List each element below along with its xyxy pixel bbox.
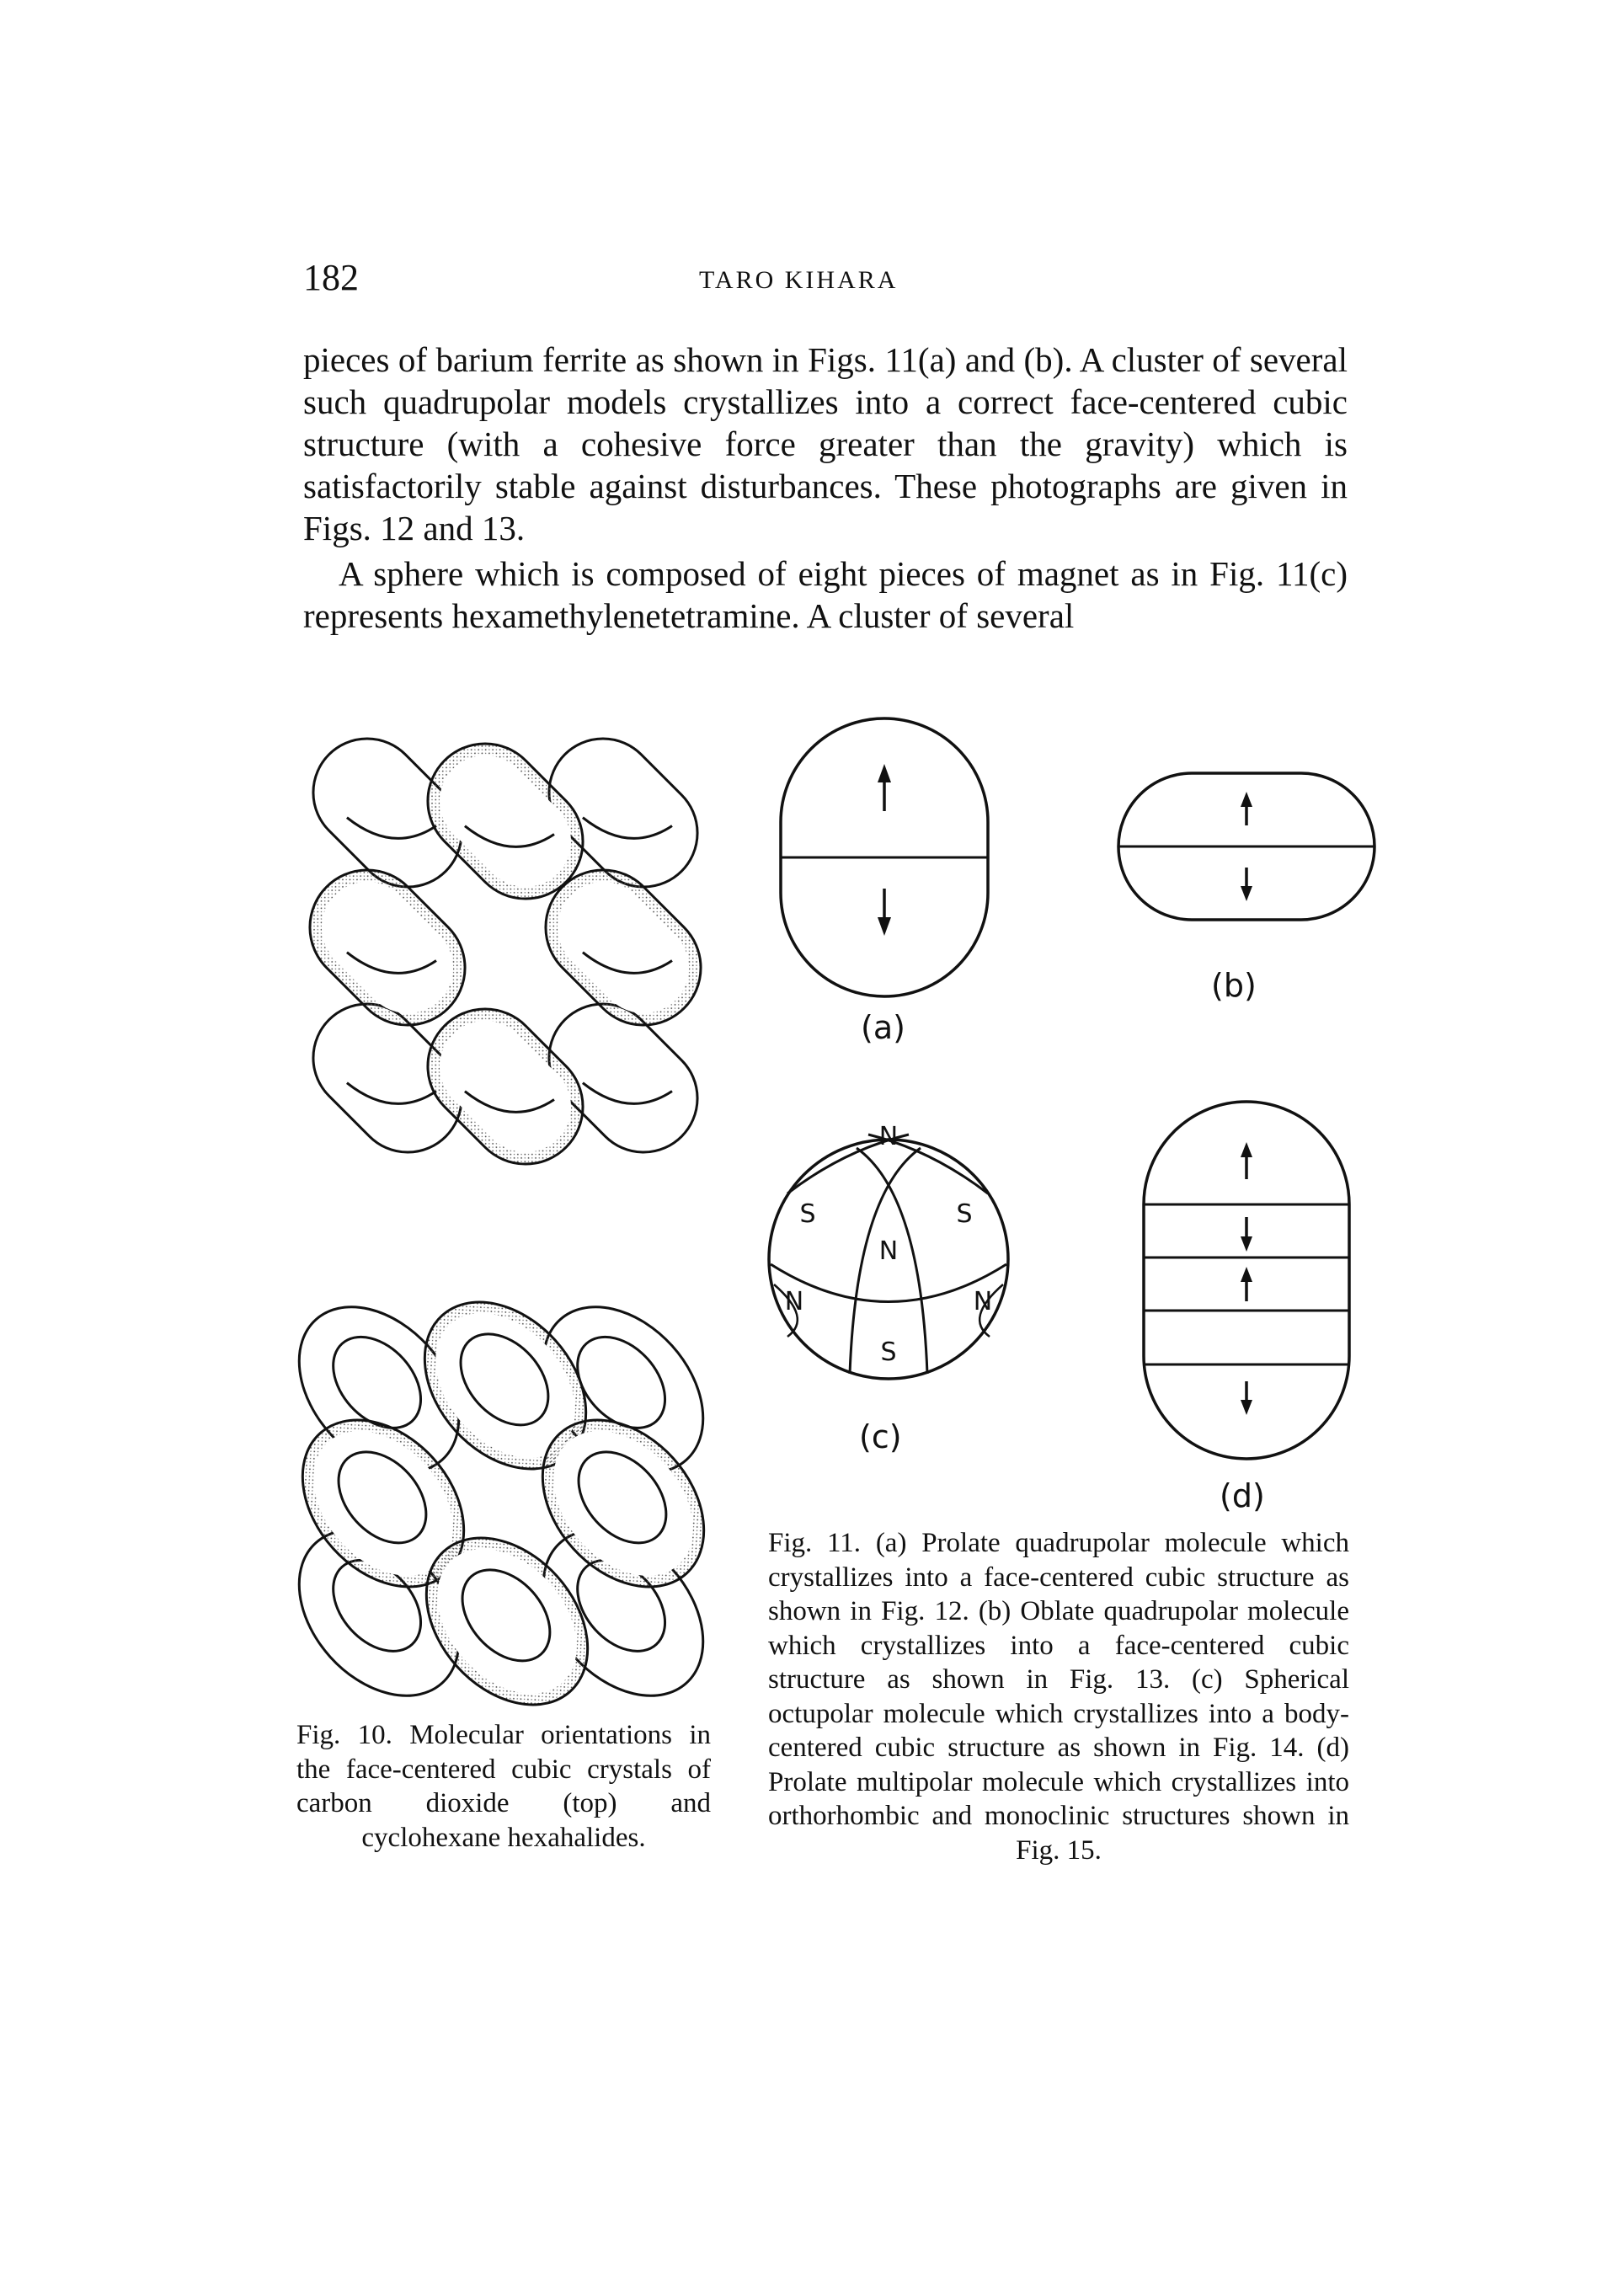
fig11a-label: (a) xyxy=(861,1009,905,1046)
body-paragraph-1: pieces of barium ferrite as shown in Fig… xyxy=(303,340,1348,547)
fig11c-spherical-octupole: N S S N N N S xyxy=(767,1122,1010,1380)
fig11c-pole-label: N xyxy=(879,1122,898,1151)
fig11c-pole-label: S xyxy=(880,1338,896,1367)
fig11b-oblate-quadrupole xyxy=(1117,772,1376,921)
fig11d-label: (d) xyxy=(1220,1477,1265,1514)
page-number: 182 xyxy=(303,257,359,298)
fig11a-prolate-quadrupole xyxy=(779,717,990,998)
fig11-caption: Fig. 11. (a) Prolate quadrupolar molecul… xyxy=(768,1528,1349,1866)
fig11c-pole-label: S xyxy=(956,1199,972,1229)
fig11c-pole-label: N xyxy=(974,1287,992,1316)
fig11c-pole-label: N xyxy=(785,1287,803,1316)
fig11c-pole-label: N xyxy=(879,1236,898,1266)
running-head: TARO KIHARA xyxy=(699,266,899,294)
fig10-cyclohexane-drawing xyxy=(265,1268,738,1738)
fig10-caption: Fig. 10. Molecular orientations in the f… xyxy=(296,1720,711,1853)
body-paragraph-2: A sphere which is composed of eight piec… xyxy=(303,554,1348,635)
fig11d-prolate-multipole xyxy=(1142,1100,1351,1460)
fig11c-pole-label: S xyxy=(799,1199,815,1229)
fig11b-label: (b) xyxy=(1211,967,1257,1004)
fig10-carbon-dioxide-drawing xyxy=(285,714,726,1189)
fig11c-label: (c) xyxy=(859,1418,902,1455)
